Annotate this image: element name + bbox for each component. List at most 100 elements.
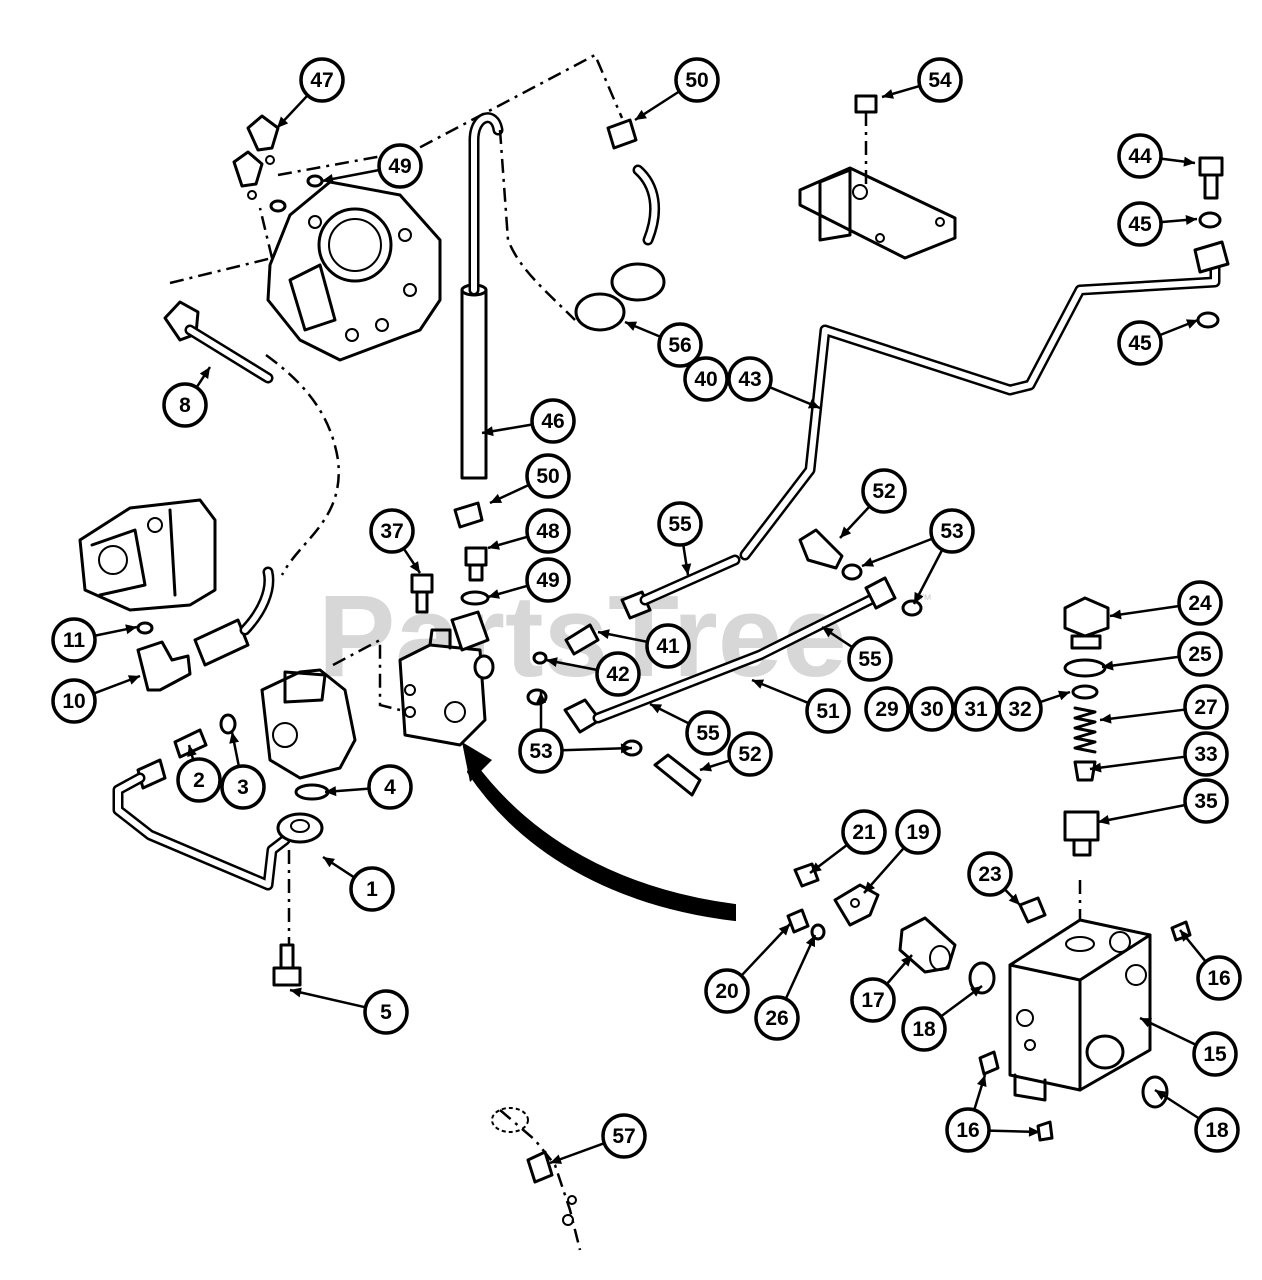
fitting-1 [276, 812, 324, 844]
callout-circle [805, 688, 851, 734]
leader-c49b-arrowhead [488, 589, 500, 599]
callout-label: 33 [1194, 743, 1217, 766]
bracket-54 [798, 94, 957, 260]
callout-label: 57 [612, 1125, 635, 1148]
callout-c52b: 52 [727, 731, 773, 777]
bolt-5 [272, 943, 302, 987]
o-ring-18-upper [968, 961, 996, 995]
o-ring-49-top [306, 174, 324, 188]
plug-16-left [978, 1050, 1000, 1076]
leader-c24 [1109, 604, 1180, 618]
callout-label: 49 [536, 569, 559, 592]
callout-label: 10 [62, 690, 85, 713]
o-ring-18-lower [1141, 1075, 1169, 1109]
callout-c17: 17 [850, 977, 896, 1023]
callout-label: 21 [852, 821, 876, 844]
callout-label: 50 [685, 69, 708, 92]
callout-c54: 54 [917, 57, 963, 103]
leader-c26-arrowhead [805, 935, 815, 948]
o-ring-49-middle [460, 590, 490, 606]
bolt-52-lower [653, 753, 702, 797]
callout-label: 43 [738, 368, 761, 391]
callout-c44: 44 [1117, 133, 1163, 179]
callout-circle [1117, 320, 1163, 366]
callout-c31: 31 [953, 686, 999, 732]
callout-circle [518, 728, 564, 774]
callout-c8: 8 [162, 382, 208, 428]
callout-label: 27 [1194, 696, 1217, 719]
nut-20 [786, 908, 810, 934]
leader-c4-arrowhead [325, 786, 337, 797]
hose-connector [193, 566, 275, 667]
callout-c20: 20 [704, 968, 750, 1014]
callout-c51: 51 [805, 688, 851, 734]
leader-c10-arrowhead [127, 675, 140, 685]
callout-label: 15 [1203, 1043, 1227, 1066]
extra-leader-0-arrowhead [536, 692, 546, 703]
callout-circle [909, 686, 955, 732]
callout-circle [645, 623, 691, 669]
leader-c44-arrowhead [1183, 156, 1195, 167]
callout-label: 29 [875, 698, 898, 721]
leader-c48-arrowhead [488, 540, 500, 550]
callout-label: 18 [1205, 1119, 1229, 1142]
callout-circle [1183, 684, 1229, 730]
pump-housing-top [266, 180, 442, 362]
callout-label: 16 [956, 1119, 979, 1142]
callout-c41: 41 [645, 623, 691, 669]
callout-c35: 35 [1183, 778, 1229, 824]
gear-pump-left [78, 498, 217, 612]
callout-circle [901, 1006, 947, 1052]
callout-c56: 56 [657, 322, 703, 368]
callout-c55b: 55 [847, 636, 893, 682]
leader-c53a [861, 537, 933, 568]
leader-c45b-arrowhead [1185, 319, 1198, 329]
callout-c25: 25 [1177, 631, 1223, 677]
callout-circle [51, 617, 97, 663]
clamp-50-middle [453, 501, 484, 529]
leader-c16a-arrowhead [1180, 930, 1191, 942]
leader-c50b-arrowhead [490, 493, 503, 503]
callout-circle [683, 356, 729, 402]
callout-circle [220, 764, 266, 810]
leader-c33-arrowhead [1090, 762, 1102, 773]
leader-c32-arrowhead [1057, 690, 1070, 701]
leader-c20 [740, 923, 791, 977]
leader-c55b-arrowhead [822, 627, 834, 638]
callout-circle [349, 866, 395, 912]
leader-c46-arrowhead [482, 426, 494, 437]
hose-51 [563, 576, 897, 734]
callout-circle [657, 501, 703, 547]
callout-c45b: 45 [1117, 320, 1163, 366]
solenoid-17 [898, 916, 957, 974]
washer-32 [1071, 684, 1099, 700]
callout-label: 52 [738, 743, 761, 766]
elbow-fitting-8 [163, 300, 274, 384]
o-ring-49-b [269, 199, 287, 213]
routing-lines [169, 53, 1082, 1251]
callout-circle [1194, 1107, 1240, 1153]
callout-circle [525, 508, 571, 554]
callout-c24: 24 [1177, 580, 1223, 626]
leader-c18a-arrowhead [970, 986, 982, 997]
callout-c26: 26 [754, 995, 800, 1041]
bolt-52-upper [798, 528, 844, 570]
callout-label: 16 [1207, 967, 1230, 990]
callout-label: 54 [928, 69, 952, 92]
assembly-arrow-head [462, 742, 492, 782]
callout-c2: 2 [176, 757, 222, 803]
callout-circle [754, 995, 800, 1041]
callout-label: 50 [536, 465, 559, 488]
callout-label: 55 [696, 722, 720, 745]
leader-c53a-arrowhead [862, 557, 875, 567]
callout-label: 40 [694, 368, 717, 391]
callout-c4: 4 [367, 764, 413, 810]
callout-label: 11 [63, 629, 86, 652]
leader-c17-arrowhead [901, 955, 912, 967]
extra-leader-3-arrowhead [976, 1075, 987, 1087]
leader-c45a-arrowhead [1185, 214, 1197, 225]
callout-label: 1 [366, 878, 378, 901]
leader-c3-arrowhead [229, 732, 240, 744]
callout-label: 23 [978, 863, 1001, 886]
callout-c23: 23 [967, 851, 1013, 897]
